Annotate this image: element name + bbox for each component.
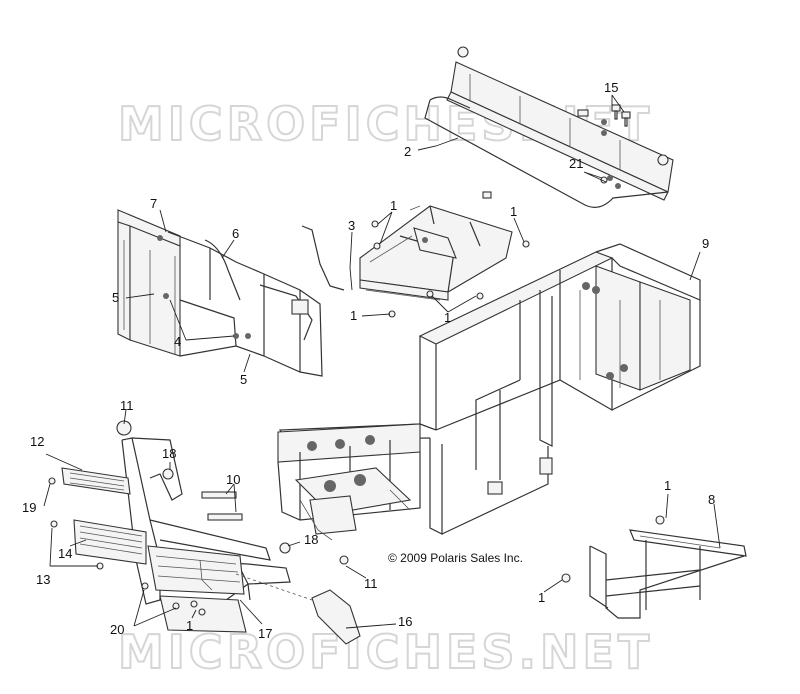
bolt-icon (373, 242, 381, 250)
callout-9: 9 (702, 236, 709, 251)
bolt-icon (476, 292, 484, 300)
callout-18-upper: 18 (162, 446, 176, 461)
callout-4: 4 (174, 334, 181, 349)
callout-3: 3 (348, 218, 355, 233)
callout-5-lower: 5 (240, 372, 247, 387)
seat-support (301, 205, 513, 301)
bolt-icon (371, 220, 379, 228)
bolt-icon (207, 513, 243, 521)
callout-8: 8 (708, 492, 715, 507)
callout-16: 16 (398, 614, 412, 629)
bolt-icon (611, 104, 621, 120)
nut-icon (162, 468, 174, 480)
copyright-text: © 2009 Polaris Sales Inc. (388, 551, 523, 565)
callout-1-bumper: 1 (186, 618, 193, 633)
screw-icon (141, 582, 149, 590)
callout-21: 21 (569, 156, 583, 171)
fasteners (48, 104, 631, 616)
callout-10: 10 (226, 472, 240, 487)
front-subframe (117, 209, 323, 377)
callout-18-lower: 18 (304, 532, 318, 547)
callout-1-seat-right: 1 (510, 204, 517, 219)
nut-icon (279, 542, 291, 554)
callout-1-seat-left: 1 (390, 198, 397, 213)
callout-7: 7 (150, 196, 157, 211)
callout-1-rear-upper: 1 (664, 478, 671, 493)
callout-1-seat-lower: 1 (444, 310, 451, 325)
callout-12: 12 (30, 434, 44, 449)
callout-19: 19 (22, 500, 36, 515)
callout-5-upper: 5 (112, 290, 119, 305)
watermark-bottom: MICROFICHES.NET (118, 625, 653, 679)
screw-icon (48, 477, 56, 485)
bolt-icon (522, 240, 530, 248)
bolt-icon (426, 290, 434, 298)
callout-labels: 15 2 21 7 6 3 1 1 9 5 1 1 4 5 11 12 18 1… (22, 80, 715, 641)
rear-rail (561, 515, 747, 619)
screw-icon (50, 520, 58, 528)
callout-6: 6 (232, 226, 239, 241)
clip-icon (339, 555, 349, 565)
main-frame (277, 243, 701, 541)
screw-icon (190, 600, 198, 608)
callout-17: 17 (258, 626, 272, 641)
screw-icon (198, 608, 206, 616)
bolt-icon (201, 491, 237, 499)
callout-13: 13 (36, 572, 50, 587)
callout-11-lower: 11 (364, 576, 378, 591)
callout-14: 14 (58, 546, 72, 561)
skid-plate (235, 573, 361, 645)
callout-2: 2 (404, 144, 411, 159)
callout-15: 15 (604, 80, 618, 95)
callout-20: 20 (110, 622, 124, 637)
cargo-box-rack (424, 46, 674, 208)
callout-1-rear-lower: 1 (538, 590, 545, 605)
callout-1-seat-lower-left: 1 (350, 308, 357, 323)
callout-11-upper: 11 (120, 398, 134, 413)
leader-lines (43, 94, 721, 629)
bolt-icon (621, 111, 631, 127)
screw-icon (172, 602, 180, 610)
